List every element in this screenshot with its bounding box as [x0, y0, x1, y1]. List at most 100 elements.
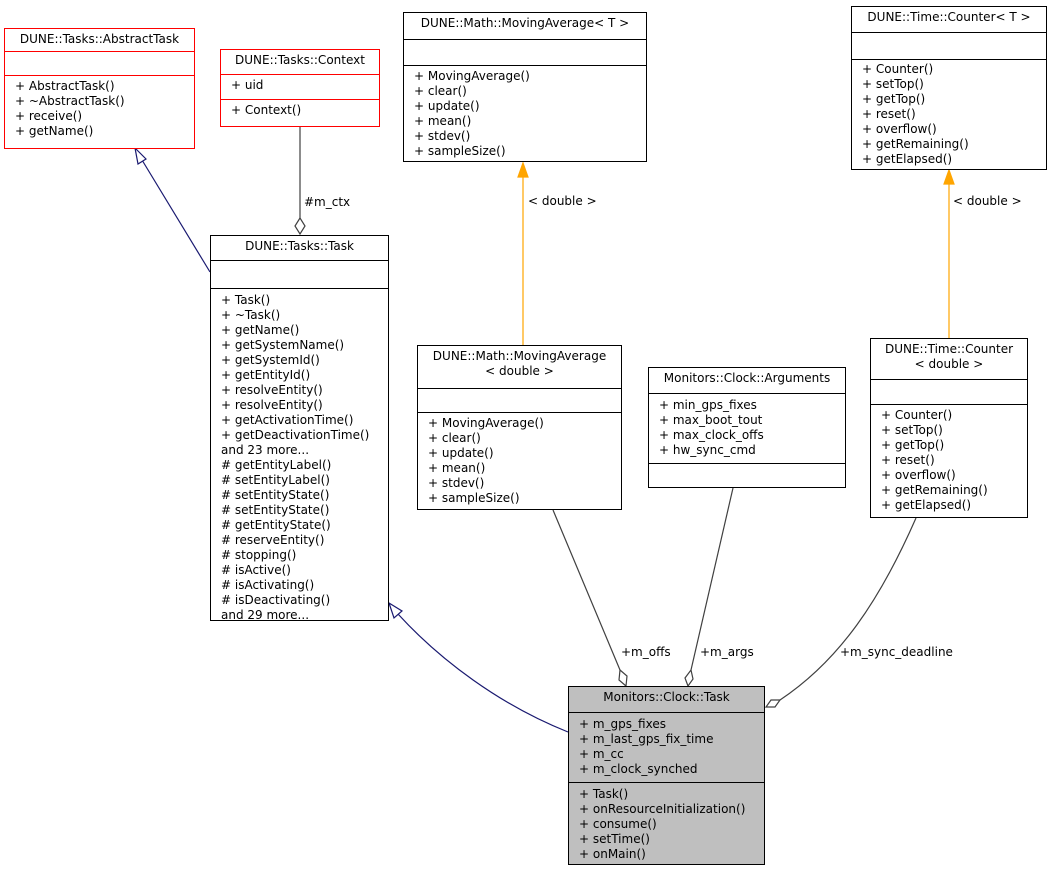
method-line: + receive(): [15, 109, 83, 123]
template-arrowhead: [517, 161, 529, 178]
attribute-line: + m_cc: [579, 747, 624, 761]
method-line: # setEntityState(): [221, 503, 330, 517]
method-line: + mean(): [414, 114, 472, 128]
class-title-line: DUNE::Tasks::AbstractTask: [19, 32, 180, 46]
inheritance-arrowhead: [134, 146, 147, 165]
method-line: # isActivating(): [221, 578, 315, 592]
method-line: + getActivationTime(): [221, 413, 354, 427]
attributes-section: [871, 379, 1027, 404]
edge-m-offs: [552, 509, 621, 671]
method-line: # stopping(): [221, 548, 297, 562]
aggregation-diamond: [618, 668, 628, 688]
methods-section: + Task() + ~Task() + getName() + getSyst…: [211, 288, 388, 623]
method-line: + clear(): [414, 84, 467, 98]
class-box-abstract-task[interactable]: DUNE::Tasks::AbstractTask + AbstractTask…: [4, 28, 195, 149]
method-line: + stdev(): [428, 476, 485, 490]
attributes-section: [404, 39, 646, 65]
method-line: # isDeactivating(): [221, 593, 331, 607]
edge-m-sync-deadline: [779, 517, 917, 701]
attribute-line: + max_boot_tout: [659, 413, 763, 427]
attributes-section: [5, 51, 194, 75]
class-box-context[interactable]: DUNE::Tasks::Context + uid + Context(): [220, 49, 380, 127]
class-title-line: DUNE::Time::Counter< T >: [867, 10, 1031, 24]
method-line: + getSystemId(): [221, 353, 320, 367]
method-line: and 29 more...: [221, 608, 310, 622]
class-title: DUNE::Time::Counter< T >: [852, 7, 1046, 32]
methods-section: + Task() + onResourceInitialization() + …: [569, 782, 764, 862]
method-line: + overflow(): [862, 122, 937, 136]
class-title: DUNE::Math::MovingAverage< T >: [404, 13, 646, 39]
class-title: DUNE::Tasks::Task: [211, 236, 388, 260]
method-line: + onMain(): [579, 847, 646, 861]
methods-section: [649, 463, 845, 487]
method-line: + update(): [414, 99, 480, 113]
method-line: + getRemaining(): [862, 137, 969, 151]
method-line: + getEntityId(): [221, 368, 311, 382]
template-arrowhead: [943, 168, 955, 185]
edge-label-template-counter: < double >: [953, 194, 1022, 208]
class-title-line: Monitors::Clock::Arguments: [663, 371, 831, 385]
class-title-line: DUNE::Tasks::Context: [235, 53, 365, 67]
method-line: + overflow(): [881, 468, 956, 482]
attributes-section: [852, 32, 1046, 59]
class-box-counter-double[interactable]: DUNE::Time::Counter < double > + Counter…: [870, 338, 1028, 518]
method-line: + Counter(): [862, 62, 934, 76]
edge-m-args: [690, 487, 734, 671]
method-line: + reset(): [881, 453, 935, 467]
method-line: + getTop(): [862, 92, 926, 106]
class-box-dune-task[interactable]: DUNE::Tasks::Task + Task() + ~Task() + g…: [210, 235, 389, 623]
method-line: and 23 more...: [221, 443, 310, 457]
aggregation-diamond: [294, 216, 306, 236]
method-line: + resolveEntity(): [221, 398, 323, 412]
attributes-section: + uid: [221, 74, 379, 99]
attribute-line: + m_gps_fixes: [579, 717, 666, 731]
method-line: # isActive(): [221, 563, 291, 577]
methods-section: + AbstractTask() + ~AbstractTask() + rec…: [5, 75, 194, 139]
method-line: + sampleSize(): [428, 491, 520, 505]
methods-section: + Counter() + setTop() + getTop() + rese…: [871, 404, 1027, 513]
method-line: # setEntityState(): [221, 488, 330, 502]
attribute-line: + m_last_gps_fix_time: [579, 732, 714, 746]
class-title-line: DUNE::Tasks::Task: [245, 239, 354, 253]
method-line: + getName(): [15, 124, 94, 138]
edge-label-template-movingaverage: < double >: [528, 194, 597, 208]
method-line: + AbstractTask(): [15, 79, 115, 93]
class-title: Monitors::Clock::Task: [569, 687, 764, 712]
class-box-clock-task[interactable]: Monitors::Clock::Task + m_gps_fixes + m_…: [568, 686, 765, 865]
class-title-line: DUNE::Math::MovingAverage: [432, 349, 607, 363]
method-line: + sampleSize(): [414, 144, 506, 158]
method-line: + Counter(): [881, 408, 953, 422]
method-line: + clear(): [428, 431, 481, 445]
method-line: + resolveEntity(): [221, 383, 323, 397]
attribute-line: + min_gps_fixes: [659, 398, 757, 412]
method-line: + MovingAverage(): [414, 69, 530, 83]
class-box-counter-template[interactable]: DUNE::Time::Counter< T > + Counter() + s…: [851, 6, 1047, 170]
methods-section: + MovingAverage() + clear() + update() +…: [418, 412, 621, 506]
edge-label-m-ctx: #m_ctx: [304, 195, 351, 209]
class-box-moving-average-double[interactable]: DUNE::Math::MovingAverage < double > + M…: [417, 345, 622, 510]
class-title-line: DUNE::Time::Counter: [884, 342, 1014, 356]
attributes-section: + m_gps_fixes + m_last_gps_fix_time + m_…: [569, 712, 764, 782]
method-line: + ~AbstractTask(): [15, 94, 125, 108]
class-box-moving-average-template[interactable]: DUNE::Math::MovingAverage< T > + MovingA…: [403, 12, 647, 162]
class-title-line: < double >: [485, 364, 554, 378]
method-line: + Context(): [231, 103, 302, 117]
class-title: DUNE::Tasks::Context: [221, 50, 379, 74]
method-line: + setTop(): [862, 77, 924, 91]
edge-task-inherits-abstracttask: [141, 159, 211, 273]
method-line: + getSystemName(): [221, 338, 345, 352]
method-line: + getTop(): [881, 438, 945, 452]
class-box-clock-arguments[interactable]: Monitors::Clock::Arguments + min_gps_fix…: [648, 367, 846, 488]
method-line: + MovingAverage(): [428, 416, 544, 430]
aggregation-diamond: [684, 668, 694, 688]
method-line: + update(): [428, 446, 494, 460]
class-title: DUNE::Time::Counter < double >: [871, 339, 1027, 379]
class-title: Monitors::Clock::Arguments: [649, 368, 845, 393]
attributes-section: [418, 388, 621, 412]
attribute-line: + m_clock_synched: [579, 762, 698, 776]
method-line: + Task(): [221, 293, 271, 307]
method-line: + stdev(): [414, 129, 471, 143]
method-line: + getDeactivationTime(): [221, 428, 370, 442]
edge-label-m-offs: +m_offs: [621, 645, 671, 659]
methods-section: + Context(): [221, 99, 379, 118]
